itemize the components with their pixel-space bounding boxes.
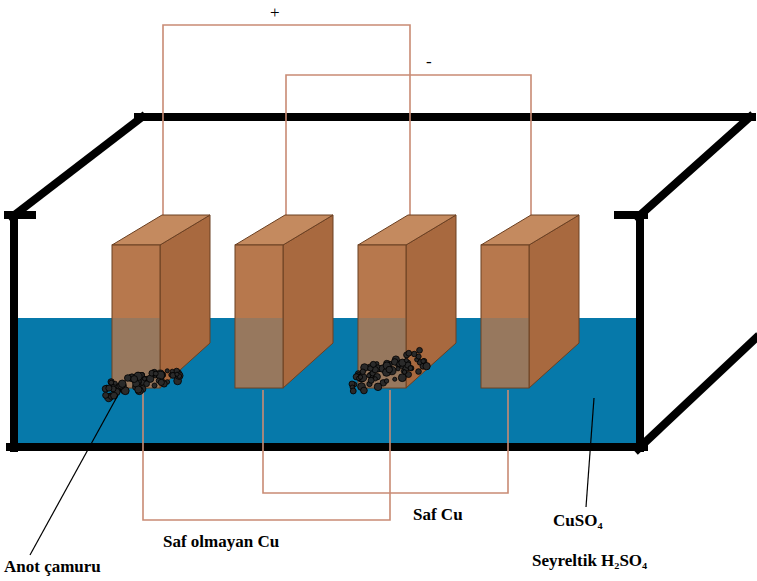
- anode-mud: [416, 354, 421, 359]
- copper-electrode: [481, 215, 579, 388]
- copper-electrode: [112, 215, 210, 388]
- anode-mud: [384, 379, 388, 383]
- tank-wall: [138, 113, 752, 121]
- tank-wall: [8, 211, 32, 219]
- copper-electrode: [235, 215, 333, 388]
- anode-mud: [393, 377, 397, 381]
- wire: [263, 390, 508, 493]
- anode-mud: [175, 372, 183, 380]
- anode-mud: [416, 369, 422, 375]
- anode-mud: [360, 369, 365, 374]
- tank-wall: [638, 338, 756, 449]
- anode-mud: [417, 347, 423, 353]
- leader-line: [30, 395, 118, 555]
- anode-mud: [361, 387, 368, 394]
- electrode-top: [481, 215, 579, 245]
- polarity-sign: +: [270, 3, 280, 23]
- part-label: CuSO₄: [553, 511, 603, 531]
- anode-mud: [406, 350, 412, 356]
- tank-wall: [638, 117, 750, 217]
- electrode-submerged: [359, 318, 406, 388]
- tank-wall: [12, 117, 142, 217]
- anode-mud: [135, 387, 143, 395]
- anode-mud: [404, 358, 408, 362]
- anode-mud: [153, 371, 158, 376]
- tank-wall: [10, 443, 644, 451]
- anode-mud: [165, 369, 169, 373]
- anode-mud: [119, 380, 126, 387]
- electrode-top: [235, 215, 333, 245]
- anode-mud: [152, 383, 157, 388]
- anode-mud: [135, 386, 142, 393]
- anode-mud: [108, 379, 114, 385]
- anode-mud: [103, 392, 109, 398]
- wire: [143, 390, 390, 520]
- anode-mud: [106, 385, 112, 391]
- anode-mud: [358, 375, 362, 379]
- tank-wall: [618, 211, 644, 219]
- anode-mud: [124, 375, 131, 382]
- anode-mud: [408, 366, 413, 371]
- anode-mud: [158, 379, 164, 385]
- polarity-sign: -: [426, 52, 432, 72]
- anode-mud: [368, 377, 374, 383]
- electrode-submerged: [113, 318, 160, 388]
- anode-mud: [402, 370, 406, 374]
- electrode-front: [112, 245, 160, 388]
- anode-mud: [109, 380, 114, 385]
- anode-mud: [131, 376, 138, 383]
- anode-mud: [370, 361, 376, 367]
- wire: [286, 75, 531, 215]
- electrode-front: [235, 245, 283, 388]
- anode-mud: [398, 374, 406, 382]
- copper-electrode: [358, 215, 456, 388]
- electrode-submerged: [482, 318, 529, 388]
- tank-wall: [636, 215, 644, 448]
- electrode-front: [358, 245, 406, 388]
- electrode-top: [358, 215, 456, 245]
- electrode-top: [112, 215, 210, 245]
- anode-mud: [386, 366, 392, 372]
- leader-line: [586, 398, 594, 507]
- anode-mud: [409, 366, 414, 371]
- part-label: Anot çamuru: [4, 557, 101, 577]
- anode-mud: [144, 381, 150, 387]
- part-label: Saf Cu: [413, 505, 463, 525]
- part-label: Saf olmayan Cu: [163, 532, 279, 552]
- anode-mud: [374, 383, 382, 391]
- anode-mud: [421, 359, 426, 364]
- anode-mud: [350, 388, 356, 394]
- anode-mud: [175, 372, 179, 376]
- electrode-submerged: [236, 318, 283, 388]
- tank-wall: [10, 215, 18, 448]
- part-label: Seyreltik H₂SO₄: [532, 551, 647, 571]
- electrode-front: [481, 245, 529, 388]
- anode-mud: [143, 377, 147, 381]
